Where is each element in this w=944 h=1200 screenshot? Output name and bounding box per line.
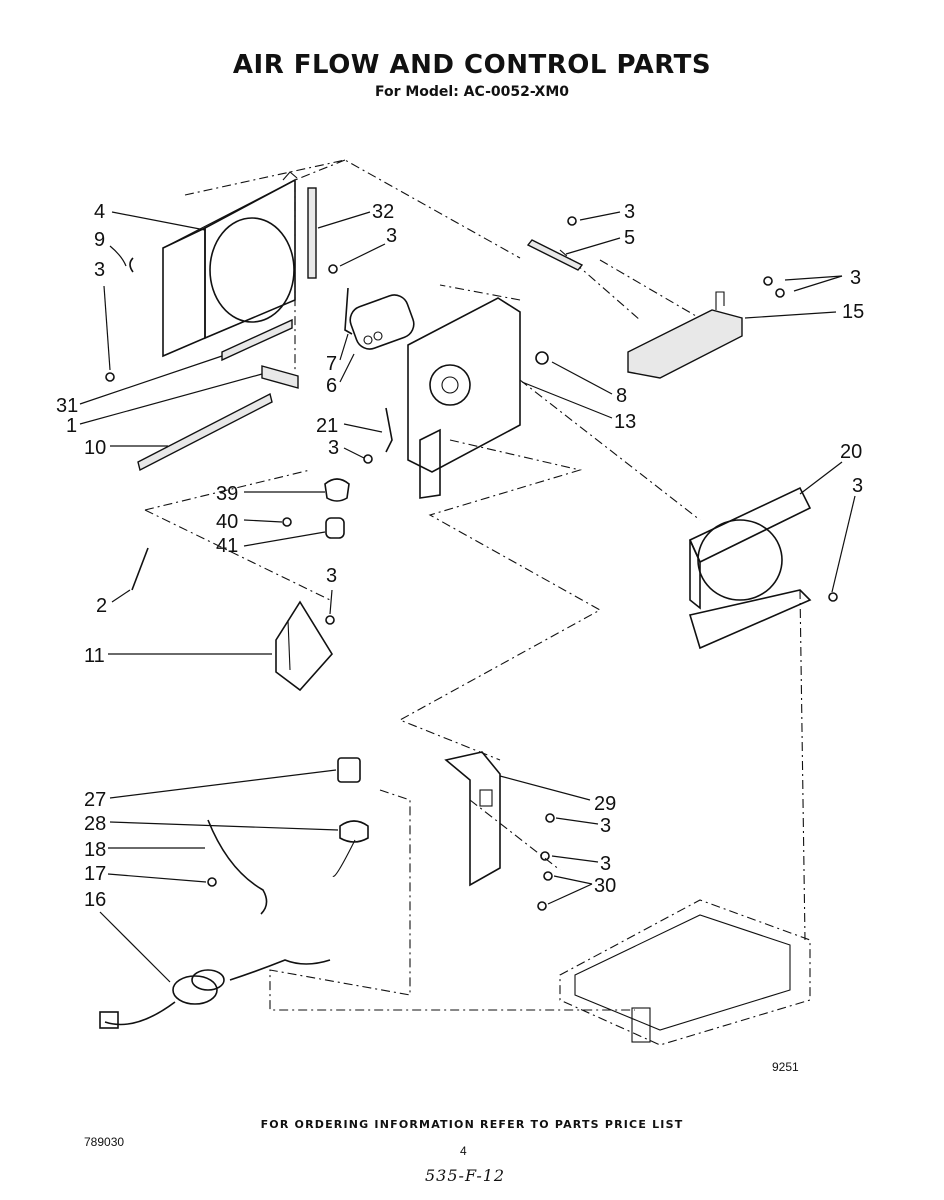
- callout-31: 31: [56, 395, 78, 417]
- drawing-number: 9251: [772, 1060, 799, 1074]
- capacitor-part-6: [349, 294, 415, 350]
- control-bracket-part-29: [444, 751, 501, 887]
- screw-part-40: [282, 517, 292, 527]
- nut-part-8: [535, 351, 549, 365]
- foam-strip-part-31: [221, 318, 293, 362]
- gasket-strip-part-32: [307, 187, 317, 279]
- callout-28: 28: [84, 813, 106, 835]
- motor-mount-panel-part-13: [407, 297, 521, 499]
- grille-part-15: [627, 291, 743, 379]
- callout-3-top-middle: 3: [386, 225, 397, 247]
- callout-3-scroll: 3: [852, 475, 863, 497]
- callout-15: 15: [842, 301, 864, 323]
- callout-39: 39: [216, 483, 238, 505]
- callout-18: 18: [84, 839, 106, 861]
- callout-17: 17: [84, 863, 106, 885]
- callout-3-control-lower: 3: [600, 853, 611, 875]
- callout-2: 2: [96, 595, 107, 617]
- callout-3-top-right: 3: [624, 201, 635, 223]
- page-title: AIR FLOW AND CONTROL PARTS: [232, 50, 712, 80]
- switch-part-27: [337, 757, 361, 783]
- callout-1: 1: [66, 415, 77, 437]
- strap-part-39: [324, 478, 350, 502]
- callout-27: 27: [84, 789, 106, 811]
- clip-part-21: [385, 407, 393, 453]
- callout-3-panel: 3: [328, 437, 339, 459]
- callout-20: 20: [840, 441, 862, 463]
- callout-13: 13: [614, 411, 636, 433]
- callout-5: 5: [624, 227, 635, 249]
- tube-part-2: [131, 547, 149, 591]
- blower-scroll-part-20: [688, 486, 812, 650]
- callout-3-bracket: 3: [326, 565, 337, 587]
- power-cord-part-16: [99, 959, 331, 1029]
- bracket-part-11: [275, 600, 333, 692]
- assembly-reference-lines: [144, 159, 806, 1011]
- callout-7: 7: [326, 353, 337, 375]
- base-pan: [559, 899, 811, 1046]
- thermostat-part-28: [332, 820, 369, 877]
- callout-3-grille: 3: [850, 267, 861, 289]
- callout-9: 9: [94, 229, 105, 251]
- ordering-info-note: FOR ORDERING INFORMATION REFER TO PARTS …: [260, 1118, 684, 1131]
- callout-10: 10: [84, 437, 106, 459]
- screws-part-3: [105, 216, 838, 911]
- clip-part-9: [129, 257, 134, 273]
- handwritten-note: 535-F-12: [425, 1166, 506, 1185]
- callout-labels: 4 9 3 32 3 3 5 3 15 7 6 31 1 10 8 13 21 …: [56, 201, 864, 911]
- grommet-part-41: [325, 517, 345, 539]
- page-number: 4: [460, 1144, 467, 1158]
- document-number: 789030: [84, 1135, 125, 1149]
- screw-part-17: [207, 877, 217, 887]
- bracket-part-1: [261, 365, 299, 389]
- callout-8: 8: [616, 385, 627, 407]
- callout-16: 16: [84, 889, 106, 911]
- callout-29: 29: [594, 793, 616, 815]
- callout-32: 32: [372, 201, 394, 223]
- capacitor-strap-part-7: [344, 287, 353, 335]
- fan-shroud-part-4: [162, 171, 298, 358]
- model-subtitle: For Model: AC-0052-XM0: [374, 84, 570, 100]
- callout-3-left: 3: [94, 259, 105, 281]
- callout-4: 4: [94, 201, 105, 223]
- callout-21: 21: [316, 415, 338, 437]
- callout-40: 40: [216, 511, 238, 533]
- callout-6: 6: [326, 375, 337, 397]
- leader-lines: [79, 211, 856, 983]
- callout-41: 41: [216, 535, 238, 557]
- gasket-part-10: [137, 392, 273, 472]
- callout-11: 11: [84, 645, 105, 667]
- callout-30: 30: [594, 875, 616, 897]
- wire-part-18: [207, 819, 268, 915]
- strip-part-5: [526, 239, 584, 271]
- callout-3-control-upper: 3: [600, 815, 611, 837]
